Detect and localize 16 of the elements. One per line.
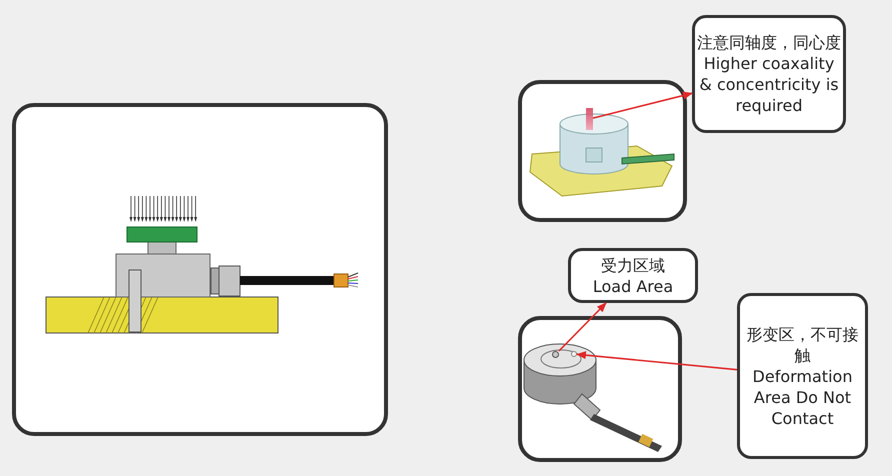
- callout-box: [692, 15, 846, 133]
- leader-line: [592, 92, 693, 119]
- callout-text: 形变区，不可接触: [746, 324, 860, 366]
- callout-text: Deformation Area Do Not Contact: [752, 366, 854, 428]
- highlight-mark: [586, 108, 593, 130]
- illustration-panel: [518, 316, 682, 462]
- callout-text: Load Area: [592, 276, 674, 296]
- leader-line: [576, 351, 738, 370]
- leader-line: [558, 302, 607, 352]
- illustration-panel: [12, 103, 388, 436]
- illustration-panel: [518, 80, 687, 222]
- callout-box: [737, 293, 868, 459]
- callout-text: 注意同轴度，同心度: [697, 32, 841, 53]
- callout-text: Higher coaxality & concentricity is required: [698, 53, 840, 116]
- callout-text: 受力区域: [601, 254, 665, 276]
- callout-box: [568, 248, 698, 303]
